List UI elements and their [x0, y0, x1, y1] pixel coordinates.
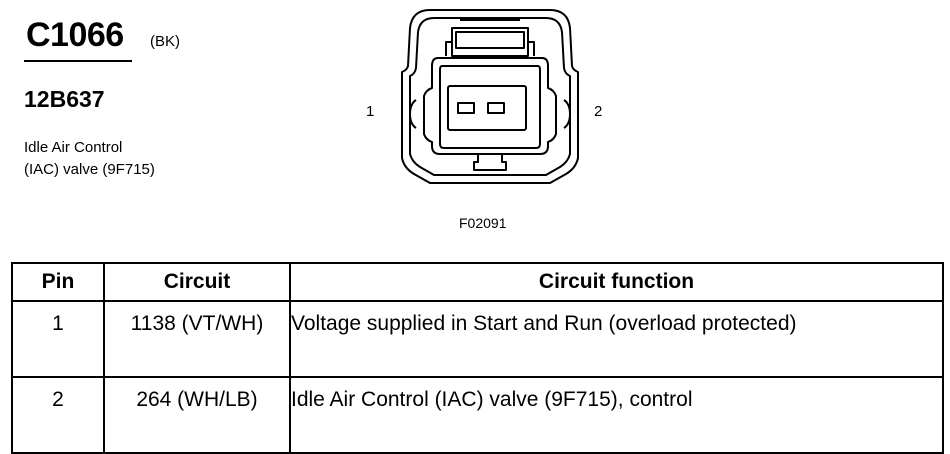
table-row: 2 264 (WH/LB) Idle Air Control (IAC) val… [11, 376, 944, 454]
header-pin: Pin [11, 262, 105, 302]
connector-inner-contour [409, 17, 571, 176]
terminal-pin-1 [457, 102, 475, 114]
header-circuit: Circuit [103, 262, 291, 302]
pin-number-cell: 1 [11, 300, 105, 378]
description-line-2: (IAC) valve (9F715) [24, 161, 155, 178]
pin-label-right: 2 [594, 103, 603, 120]
connector-face-drawing [401, 9, 579, 184]
locking-tab [451, 27, 529, 57]
table-header-row: Pin Circuit Circuit function [11, 262, 944, 302]
circuit-function-cell: Voltage supplied in Start and Run (overl… [289, 300, 944, 378]
header-circuit-function: Circuit function [289, 262, 944, 302]
pin-label-left: 1 [366, 103, 375, 120]
circuit-function-cell: Idle Air Control (IAC) valve (9F715), co… [289, 376, 944, 454]
inner-housing [423, 57, 557, 155]
connector-color-code: (BK) [150, 33, 180, 50]
connector-id-underline [24, 60, 132, 62]
table-row: 1 1138 (VT/WH) Voltage supplied in Start… [11, 300, 944, 378]
connector-id: C1066 [26, 16, 124, 54]
part-number: 12B637 [24, 86, 105, 112]
terminal-pin-2 [487, 102, 505, 114]
pin-number-cell: 2 [11, 376, 105, 454]
circuit-cell: 1138 (VT/WH) [103, 300, 291, 378]
connector-outer-shell [401, 9, 579, 184]
terminal-cavity [447, 85, 527, 131]
pinout-table: Pin Circuit Circuit function 1 1138 (VT/… [11, 262, 944, 454]
bottom-key [473, 154, 507, 171]
circuit-cell: 264 (WH/LB) [103, 376, 291, 454]
description-line-1: Idle Air Control [24, 139, 123, 156]
connector-description: Idle Air Control (IAC) valve (9F715) [24, 137, 155, 181]
figure-code: F02091 [459, 215, 507, 231]
